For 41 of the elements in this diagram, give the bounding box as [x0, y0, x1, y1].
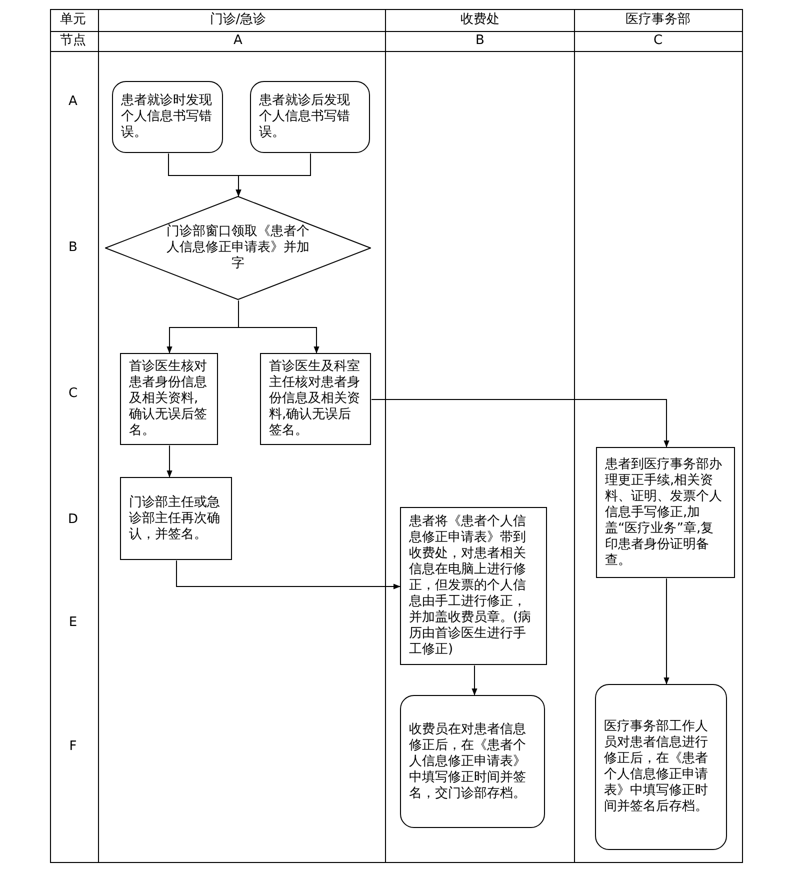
decision-diamond	[105, 196, 371, 300]
step-text: 门诊部主任或急诊部主任再次确认，并签名。	[129, 494, 221, 542]
row-label: F	[69, 739, 77, 755]
row-label: C	[68, 386, 78, 402]
rounded-box	[400, 695, 545, 828]
lane-code: C	[653, 33, 663, 49]
decision-text: 门诊部窗口领取《患者个人信息修正申请表》并加字	[166, 224, 310, 272]
step-text: 首诊医生核对患者身份信息及相关资料,确认无误后签名。	[129, 359, 208, 439]
process-box	[596, 447, 735, 578]
process-box	[120, 353, 218, 445]
step-text: 患者就诊时发现个人信息书写错误。	[121, 93, 213, 141]
step-text: 医疗事务部工作人员对患者信息进行修正后，在《患者个人信息修正申请表》中填写修正时间并签名后存档。	[604, 719, 709, 815]
rounded-box	[595, 684, 727, 850]
column-header: 单元	[60, 12, 86, 28]
column-header: 节点	[60, 33, 86, 49]
lane-code: A	[234, 33, 242, 49]
row-label: B	[68, 240, 78, 256]
step-text: 收费员在对患者信息修正后，在《患者个人信息修正申请表》中填写修正时间并签名，交门诊部存档。	[409, 722, 527, 802]
process-box	[400, 507, 547, 665]
rounded-box	[112, 81, 223, 153]
rounded-box	[250, 81, 370, 153]
arrow	[166, 445, 172, 478]
arrow	[472, 665, 478, 696]
lane-title: 收费处	[460, 12, 500, 28]
process-box	[120, 477, 232, 560]
arrow	[371, 399, 670, 448]
row-label: D	[68, 512, 78, 528]
arrow	[664, 578, 670, 685]
lane-title: 门诊/急诊	[210, 12, 266, 28]
row-label: A	[68, 94, 78, 110]
step-text: 患者将《患者个人信息修正申请表》带到收费处，对患者相关信息在电脑上进行修正，但发票的个人信息由手工进行修正，并加盖收费员章。(病历由首诊医生进行手工修正)	[409, 514, 532, 658]
lane-code: B	[476, 33, 484, 49]
row-label: E	[68, 615, 78, 631]
lane-title: 医疗事务部	[626, 12, 690, 28]
arrow	[236, 153, 311, 197]
arrow	[238, 300, 320, 354]
step-text: 患者就诊后发现个人信息书写错误。	[259, 93, 351, 141]
step-text: 首诊医生及科室主任核对患者身份信息及相关资料,确认无误后签名。	[269, 359, 361, 439]
arrow	[176, 560, 401, 590]
process-box	[260, 353, 371, 445]
step-text: 患者到医疗事务部办理更正手续,相关资料、证明、发票个人信息手写修正,加盖“医疗业务”章,复印患者身份证明备查。	[605, 456, 723, 568]
